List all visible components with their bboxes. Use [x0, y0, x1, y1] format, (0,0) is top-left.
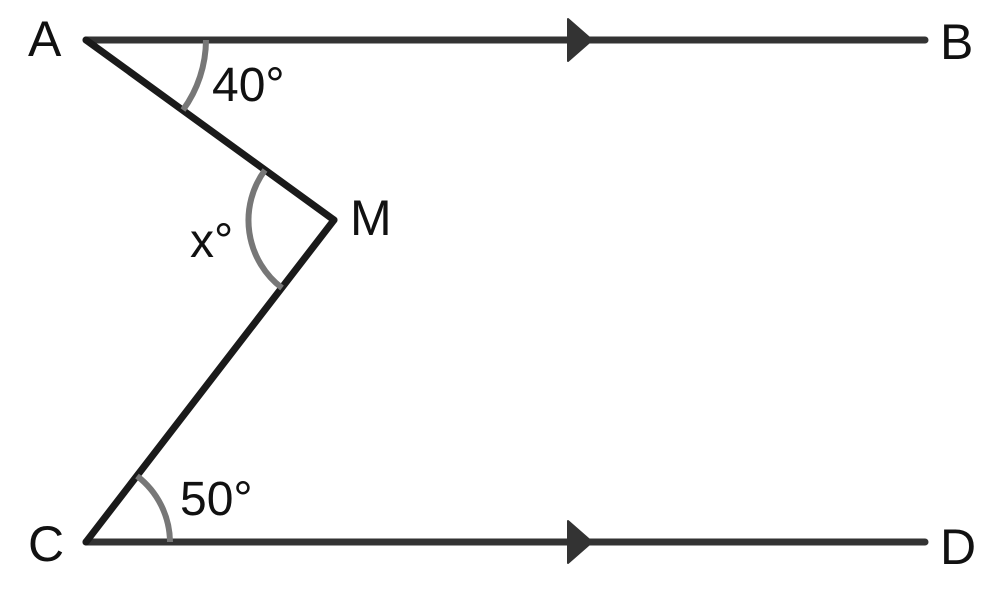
- parallel-arrow-ab-icon: [567, 18, 593, 62]
- angle-arc-a: [180, 39, 209, 112]
- angle-label-a: 40°: [212, 59, 285, 112]
- segment-am: [82, 36, 338, 224]
- angle-arc-m: [245, 168, 284, 291]
- angle-label-c: 50°: [180, 473, 253, 526]
- angle-label-m: x°: [190, 215, 233, 268]
- point-label-c: C: [28, 516, 64, 572]
- point-label-a: A: [28, 11, 62, 67]
- angle-arc-c: [135, 473, 173, 543]
- segment-mc: [82, 216, 338, 546]
- point-label-d: D: [940, 519, 976, 575]
- parallel-arrow-cd-icon: [567, 520, 593, 564]
- point-label-m: M: [350, 190, 392, 246]
- point-label-b: B: [940, 14, 973, 70]
